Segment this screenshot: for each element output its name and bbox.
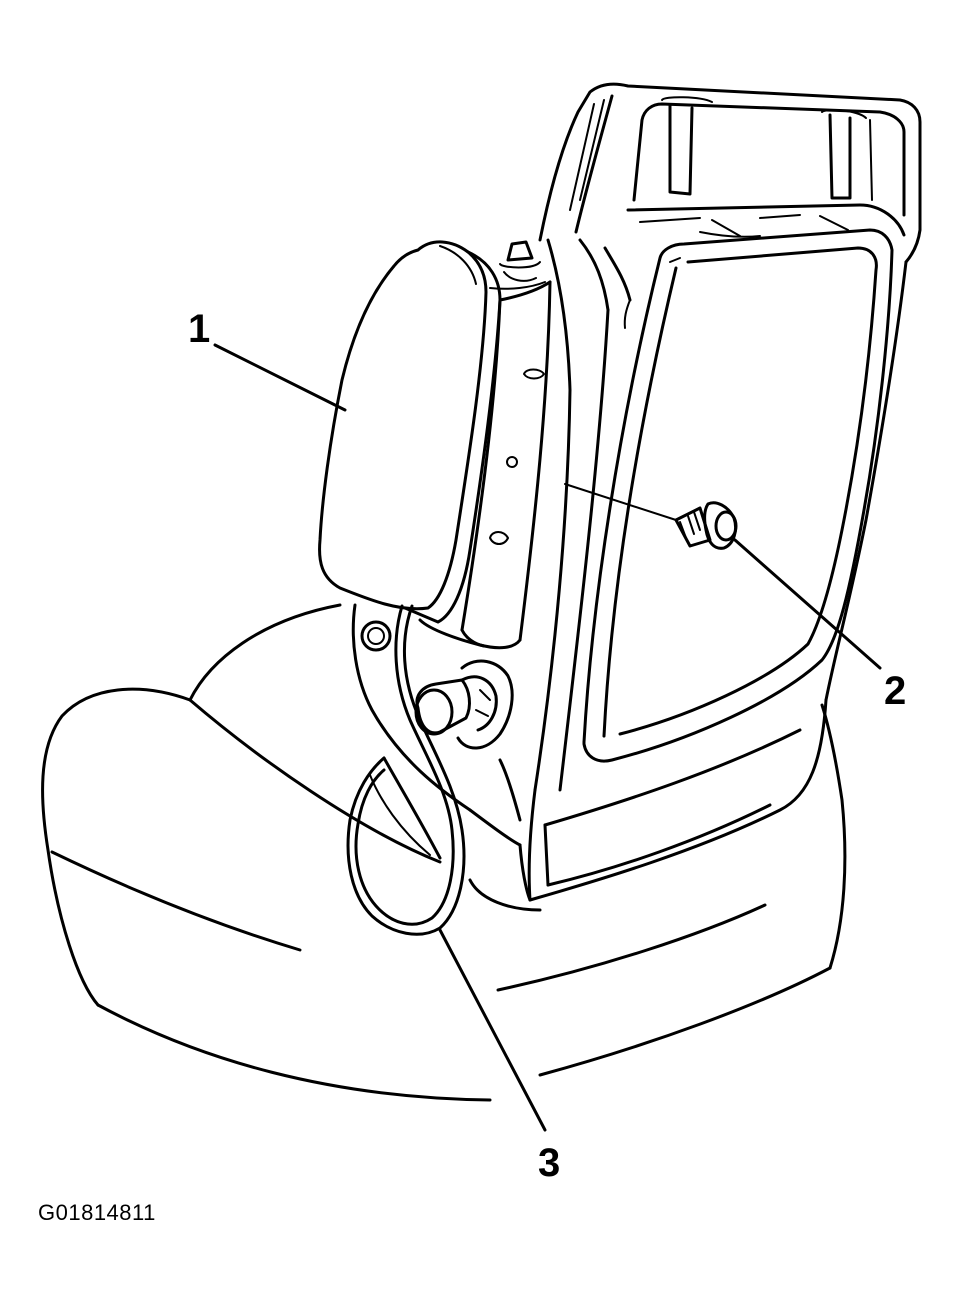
seat-cushion (41, 603, 847, 1102)
callout-1: 1 (188, 307, 210, 351)
leader-line-1 (213, 343, 347, 412)
leader-line-2 (733, 538, 882, 670)
bolt (564, 483, 738, 550)
wiring-harness (346, 604, 466, 936)
recliner-knob (360, 620, 514, 750)
airbag-module (318, 240, 552, 650)
leader-line-3 (438, 928, 547, 1132)
leader-lines (213, 343, 882, 1132)
figure-code: G01814811 (38, 1200, 156, 1225)
callout-2: 2 (884, 669, 906, 713)
callout-3: 3 (538, 1141, 560, 1185)
